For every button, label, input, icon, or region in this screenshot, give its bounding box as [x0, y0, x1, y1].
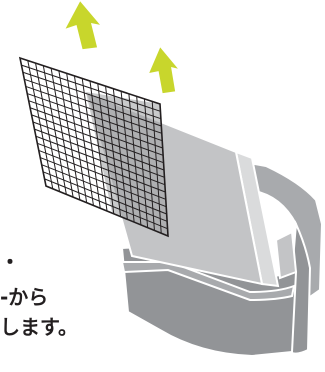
- mesh-filter: [18, 56, 169, 238]
- up-arrow-icon: [62, 0, 104, 51]
- housing-lip: [120, 261, 296, 302]
- mesh-border: [18, 56, 169, 238]
- instruction-line-2: -から: [0, 285, 49, 309]
- mesh-line: [143, 98, 155, 231]
- instruction-line-1: ・: [0, 250, 20, 274]
- housing-corner: [274, 230, 298, 280]
- mesh-line: [42, 171, 168, 222]
- up-arrow-icon: [146, 44, 183, 95]
- mesh-line: [151, 101, 162, 234]
- mesh-line: [41, 164, 167, 215]
- mesh-grid: [21, 60, 168, 234]
- instruction-line-3: します。: [0, 315, 78, 339]
- mesh-line: [44, 178, 168, 230]
- filter-housing: [120, 158, 324, 358]
